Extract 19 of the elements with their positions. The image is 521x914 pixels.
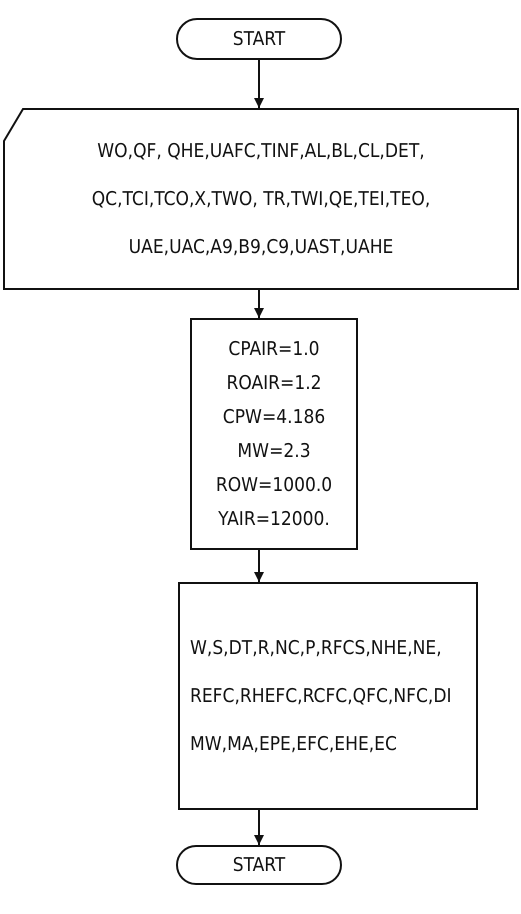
process-box — [178, 582, 478, 810]
arrow — [254, 60, 264, 108]
input-card — [3, 108, 519, 290]
statement-text: ROW=1000.0 — [214, 473, 334, 498]
terminal-shape — [176, 845, 342, 885]
terminal-shape — [176, 18, 342, 60]
statement-text: MW=2.3 — [236, 439, 312, 464]
statement-text: ROAIR=1.2 — [225, 371, 323, 396]
statement-text: YAIR=12000. — [217, 507, 331, 532]
process-box — [190, 318, 358, 550]
arrow — [254, 810, 264, 845]
input-variable-list: WO,QF, QHE,UAFC,TINF,AL,BL,CL,DET, QC,TCI,TCO,X,TWO, TR,TWI,QE,TEI,TEO, UAE,UAC,A9,B9,C9,UAST,UAHE — [33, 127, 489, 271]
arrow — [254, 550, 264, 582]
terminal-label: START — [232, 29, 286, 49]
statement-text: CPW=4.186 — [222, 405, 326, 430]
statement-text: W,S,DT,R,NC,P,RFCS,NHE,NE, REFC,RHEFC,RCFC,QFC,NFC,DI MW,MA,EPE,EFC,EHE,EC — [190, 636, 453, 757]
terminal-label: START — [232, 855, 286, 875]
statement-text: CPAIR=1.0 — [227, 337, 321, 362]
arrow — [254, 290, 264, 318]
